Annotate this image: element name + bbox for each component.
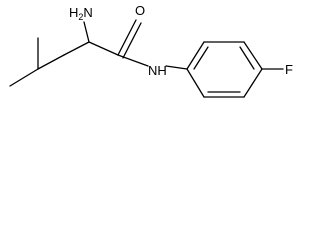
bond-carbonyl-o-a <box>117 19 137 56</box>
label-layer: H2N O NH F <box>69 3 293 78</box>
bond-ch2-calpha <box>63 41 90 56</box>
amine-h: H <box>69 5 78 20</box>
fluorine-label: F <box>285 62 293 77</box>
bond-calpha-carbonyl <box>88 41 119 56</box>
ring-inner-bond-1 <box>193 46 209 70</box>
ring-bond-4 <box>243 68 263 98</box>
carbonyl-oxygen-label: O <box>135 3 145 18</box>
bond-methyl-lower <box>9 68 39 87</box>
amine-subscript: 2 <box>78 12 83 22</box>
ring-bond-6 <box>186 68 205 98</box>
ring-bond-1 <box>186 41 205 70</box>
amide-nh-label: NH <box>148 63 167 78</box>
bond-ch-ch2 <box>37 54 65 70</box>
amine-n: N <box>83 5 92 20</box>
bond-carbonyl-nh <box>117 54 149 67</box>
amine-label: H2N <box>69 5 93 22</box>
ring-bond-3 <box>243 41 263 70</box>
bond-carbonyl-o-b <box>122 22 142 59</box>
bond-layer <box>9 19 284 98</box>
molecule-structure: H2N O NH F <box>9 3 293 98</box>
bond-calpha-amine <box>83 21 90 43</box>
bond-nh-ring <box>165 65 188 70</box>
ring-inner-bond-2 <box>239 46 255 70</box>
